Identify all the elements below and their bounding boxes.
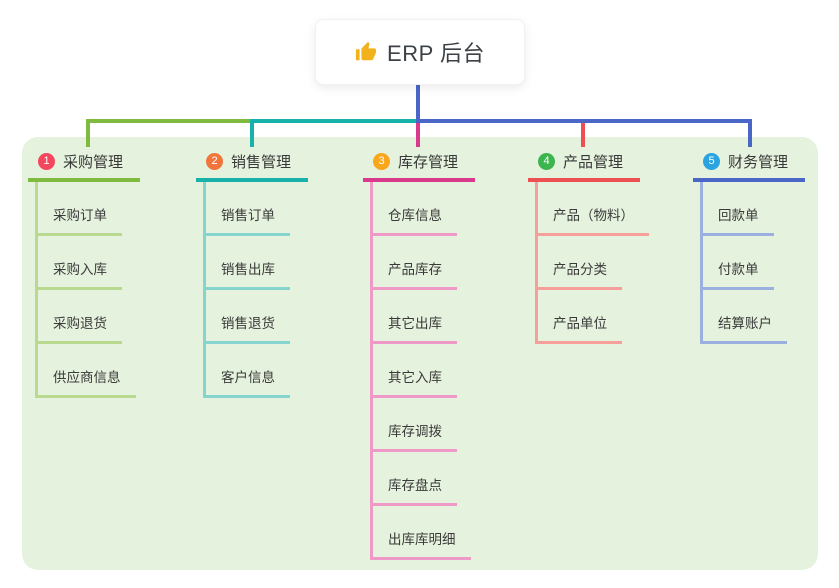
child-node: 仓库信息 <box>363 182 513 236</box>
child-node: 销售订单 <box>196 182 346 236</box>
branch-title: 财务管理 <box>728 153 789 171</box>
child-node: 其它出库 <box>363 290 513 344</box>
child-topic[interactable]: 销售订单 <box>203 204 290 236</box>
branch-node-product[interactable]: 4 产品管理 <box>528 150 640 182</box>
child-topic[interactable]: 采购入库 <box>35 258 122 290</box>
child-topic[interactable]: 库存盘点 <box>370 474 457 506</box>
child-node: 销售出库 <box>196 236 346 290</box>
branch-children-connector <box>35 182 38 398</box>
bus-segment-sales <box>250 119 418 123</box>
child-topic[interactable]: 产品分类 <box>535 258 622 290</box>
child-topic[interactable]: 采购退货 <box>35 312 122 344</box>
branch-product: 4 产品管理 产品（物料） 产品分类 产品单位 <box>528 150 678 344</box>
child-node: 库存盘点 <box>363 452 513 506</box>
child-topic[interactable]: 仓库信息 <box>370 204 457 236</box>
drop-line-purchase <box>86 119 90 147</box>
child-node: 客户信息 <box>196 344 346 398</box>
child-topic[interactable]: 产品单位 <box>535 312 622 344</box>
drop-line-product <box>581 123 585 147</box>
bus-segment-purchase <box>86 119 252 123</box>
branch-node-purchase[interactable]: 1 采购管理 <box>28 150 140 182</box>
child-topic[interactable]: 付款单 <box>700 258 774 290</box>
branch-title: 产品管理 <box>563 153 624 171</box>
child-topic[interactable]: 销售退货 <box>203 312 290 344</box>
branch-finance: 5 财务管理 回款单 付款单 结算账户 <box>693 150 839 344</box>
branch-badge: 4 <box>538 152 555 170</box>
child-node: 结算账户 <box>693 290 839 344</box>
child-node: 产品库存 <box>363 236 513 290</box>
branch-title: 销售管理 <box>231 153 292 171</box>
branch-badge: 5 <box>703 152 720 170</box>
child-node: 出库库明细 <box>363 506 513 560</box>
branch-node-finance[interactable]: 5 财务管理 <box>693 150 805 182</box>
drop-line-inventory <box>416 123 420 147</box>
branch-node-sales[interactable]: 2 销售管理 <box>196 150 308 182</box>
branch-badge: 3 <box>373 152 390 170</box>
child-topic[interactable]: 供应商信息 <box>35 366 136 398</box>
child-topic[interactable]: 产品（物料） <box>535 204 649 236</box>
branch-badge: 2 <box>206 152 223 170</box>
child-node: 回款单 <box>693 182 839 236</box>
branch-node-inventory[interactable]: 3 库存管理 <box>363 150 475 182</box>
branch-purchase: 1 采购管理 采购订单 采购入库 采购退货 供应商信息 <box>28 150 178 398</box>
child-topic[interactable]: 其它入库 <box>370 366 457 398</box>
branch-badge: 1 <box>38 152 55 170</box>
branches-background-panel <box>22 137 818 570</box>
child-node: 付款单 <box>693 236 839 290</box>
mindmap-root-node[interactable]: ERP 后台 <box>315 19 525 85</box>
thumbs-up-icon <box>355 41 377 61</box>
root-node-label: ERP 后台 <box>387 41 485 66</box>
child-topic[interactable]: 结算账户 <box>700 312 787 344</box>
child-topic[interactable]: 回款单 <box>700 204 774 236</box>
child-node: 产品（物料） <box>528 182 678 236</box>
child-topic[interactable]: 产品库存 <box>370 258 457 290</box>
branch-title: 采购管理 <box>63 153 124 171</box>
branch-children-connector <box>203 182 206 398</box>
child-topic[interactable]: 采购订单 <box>35 204 122 236</box>
child-topic[interactable]: 出库库明细 <box>370 528 471 560</box>
branch-children-connector <box>370 182 373 560</box>
child-topic[interactable]: 客户信息 <box>203 366 290 398</box>
branch-title: 库存管理 <box>398 153 459 171</box>
child-node: 采购订单 <box>28 182 178 236</box>
drop-line-finance <box>748 119 752 147</box>
child-node: 其它入库 <box>363 344 513 398</box>
branch-children-connector <box>535 182 538 344</box>
branch-inventory: 3 库存管理 仓库信息 产品库存 其它出库 其它入库 库存调拨 库存盘点 出库库… <box>363 150 513 560</box>
child-node: 供应商信息 <box>28 344 178 398</box>
root-connector-line <box>416 83 420 123</box>
child-node: 采购入库 <box>28 236 178 290</box>
child-node: 产品分类 <box>528 236 678 290</box>
child-node: 采购退货 <box>28 290 178 344</box>
child-node: 产品单位 <box>528 290 678 344</box>
child-topic[interactable]: 销售出库 <box>203 258 290 290</box>
child-node: 销售退货 <box>196 290 346 344</box>
bus-segment-finance <box>416 119 752 123</box>
child-topic[interactable]: 其它出库 <box>370 312 457 344</box>
branch-sales: 2 销售管理 销售订单 销售出库 销售退货 客户信息 <box>196 150 346 398</box>
branch-children-connector <box>700 182 703 344</box>
drop-line-sales <box>250 119 254 147</box>
child-node: 库存调拨 <box>363 398 513 452</box>
child-topic[interactable]: 库存调拨 <box>370 420 457 452</box>
